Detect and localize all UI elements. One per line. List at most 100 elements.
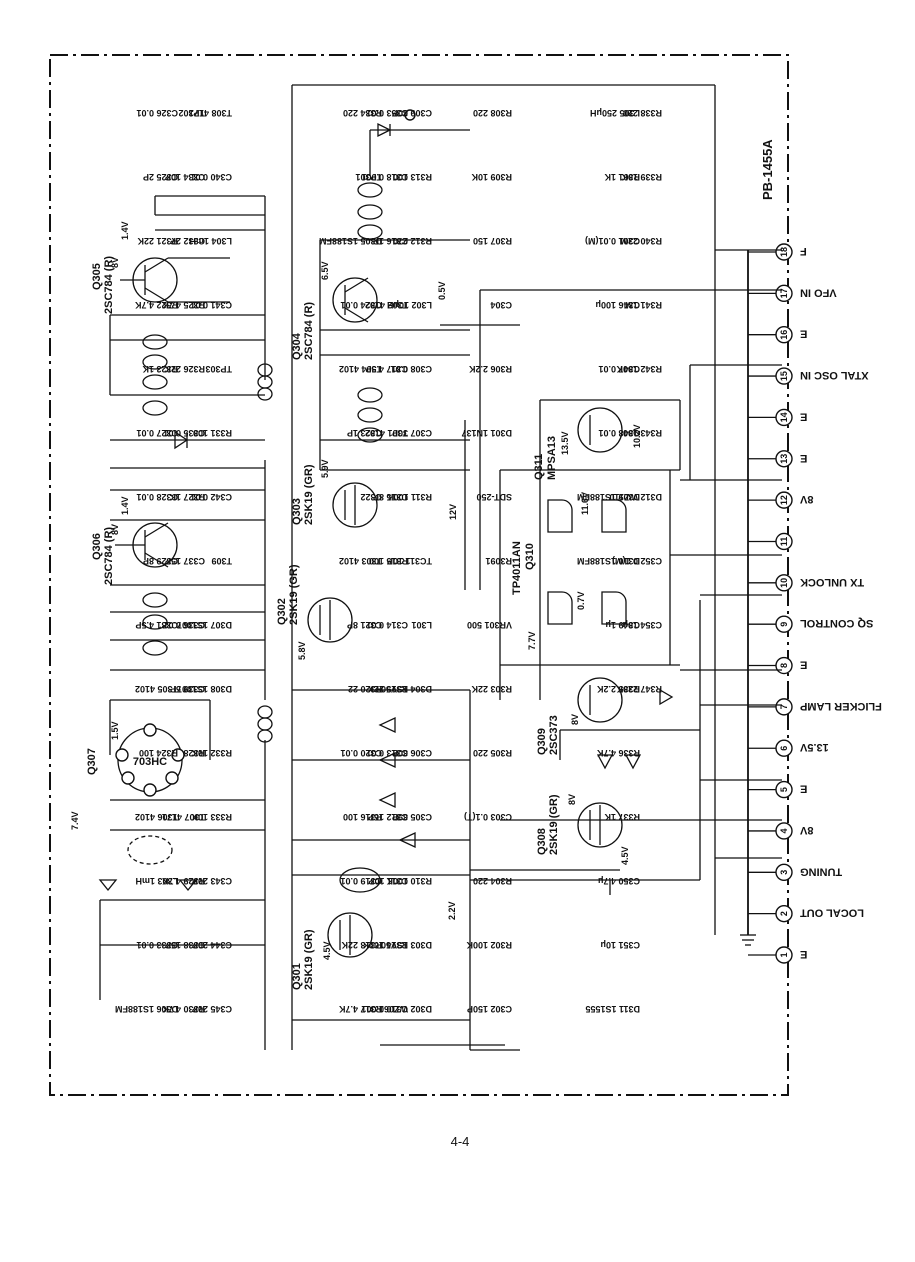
connector-pin bbox=[775, 326, 793, 344]
component-ref: D308 1S1007 bbox=[177, 684, 232, 694]
page-number: 4-4 bbox=[450, 1134, 470, 1149]
component-ref: R307 150 bbox=[473, 236, 512, 246]
component-ref: C351 10μ bbox=[600, 940, 640, 950]
component-ref: R347 220K bbox=[616, 684, 662, 694]
component-ref: R335 2.2K bbox=[596, 684, 640, 694]
component-ref: C304 bbox=[490, 300, 512, 310]
connector-pin bbox=[775, 243, 793, 261]
component-ref: C343 20P bbox=[192, 876, 232, 886]
component-ref: TC311 10P bbox=[387, 556, 432, 566]
component-ref: R311 100K bbox=[386, 492, 432, 502]
connector-pin-label: TX UNLOCK bbox=[800, 576, 864, 588]
q309-part: 2SC373 bbox=[548, 715, 560, 755]
component-ref: R313 100 bbox=[393, 172, 432, 182]
q309-symbol bbox=[577, 677, 623, 723]
component-ref: T304 4102 bbox=[339, 364, 382, 374]
svg-text:1.4V: 1.4V bbox=[120, 496, 130, 515]
component-ref: C341 0.01 bbox=[190, 300, 232, 310]
component-ref: R325 4.7K bbox=[161, 300, 205, 310]
connector-pin bbox=[775, 822, 793, 840]
component-ref: R301 1K bbox=[604, 172, 640, 182]
svg-text:2.2V: 2.2V bbox=[447, 901, 457, 920]
connector-pin bbox=[775, 408, 793, 427]
component-ref: R315 100 bbox=[369, 556, 408, 566]
component-ref: D309 1S188FM bbox=[577, 492, 640, 502]
connector-pin-number: 9 bbox=[779, 622, 789, 627]
component-ref: TP301 bbox=[355, 172, 382, 182]
q306-part: 2SC784 (R) bbox=[103, 527, 115, 585]
component-ref: C312 15P bbox=[368, 812, 408, 822]
connector-pin-number: 16 bbox=[779, 330, 789, 340]
connector-pin-label: 13.5V bbox=[799, 741, 828, 753]
component-ref: R332 10K bbox=[191, 748, 232, 758]
component-ref: R304 220 bbox=[473, 876, 512, 886]
connector-pin-number: 10 bbox=[779, 578, 789, 588]
component-ref: R342 100K bbox=[616, 364, 662, 374]
component-ref: R303 22K bbox=[471, 684, 512, 694]
q308-label: Q308 bbox=[536, 828, 548, 855]
q308-part: 2SK19 (GR) bbox=[548, 794, 560, 855]
component-ref: C326 0.01 bbox=[136, 108, 178, 118]
component-ref: R333 10K bbox=[191, 812, 232, 822]
q302-symbol bbox=[307, 597, 353, 643]
component-ref: R309 10K bbox=[471, 172, 512, 182]
q301-symbol bbox=[327, 912, 373, 958]
q307-label: Q307 bbox=[86, 748, 98, 775]
q302-part: 2SK19 (GR) bbox=[288, 564, 300, 625]
connector-pin bbox=[775, 904, 793, 923]
voltage-annotations: 1.4V 8V 1.4V 8V 1.5V 7.4V 4.5V 2.2V 5.8V… bbox=[70, 221, 642, 960]
q305-part: 2SC784 (R) bbox=[103, 256, 115, 314]
component-ref: R327 1K bbox=[169, 492, 205, 502]
component-ref: C320 0.01 bbox=[340, 748, 382, 758]
component-ref: C335 0.01 bbox=[163, 428, 205, 438]
component-ref: R338 220 bbox=[623, 108, 662, 118]
svg-text:5.9V: 5.9V bbox=[320, 459, 330, 478]
component-ref: R310 100K bbox=[386, 876, 432, 886]
component-ref: R326 22K bbox=[164, 364, 205, 374]
component-ref: C303 0.1(T) bbox=[464, 812, 512, 822]
component-ref: R343 100 bbox=[623, 428, 662, 438]
q308-symbol bbox=[577, 802, 623, 848]
component-ref: C321 8P bbox=[347, 620, 382, 630]
component-ref: L301 bbox=[411, 620, 432, 630]
q310-part: TP4011AN bbox=[511, 541, 523, 595]
component-ref: C338 15P bbox=[165, 940, 205, 950]
component-ref: C332 2P bbox=[170, 236, 205, 246]
component-ref: D302 WZ061 bbox=[379, 1004, 432, 1014]
connector-pin-number: 2 bbox=[779, 911, 789, 916]
svg-text:8V: 8V bbox=[110, 524, 120, 535]
component-ref: D304 1SV50 bbox=[381, 684, 432, 694]
component-ref: L305 250μH bbox=[590, 108, 640, 118]
connector-pin-label: FLICKER LAMP bbox=[800, 700, 882, 712]
q304-part: 2SC784 (R) bbox=[303, 302, 315, 360]
component-ref: C336 0.01 bbox=[163, 620, 205, 630]
svg-text:6.5V: 6.5V bbox=[320, 261, 330, 280]
connector-pin-label: SQ CONTROL bbox=[800, 617, 874, 629]
svg-text:4.5V: 4.5V bbox=[620, 846, 630, 865]
connector-pin-number: 14 bbox=[779, 412, 789, 422]
component-ref: T303 4102 bbox=[339, 556, 382, 566]
component-ref: C301 0.01(M) bbox=[585, 236, 640, 246]
component-ref: TP303 bbox=[205, 364, 232, 374]
q304-stage bbox=[319, 109, 700, 590]
q304-symbol bbox=[332, 277, 378, 323]
component-ref: D311 1S1555 bbox=[585, 1004, 640, 1014]
component-ref: C323 1P bbox=[347, 428, 382, 438]
component-ref: T308 4171 bbox=[189, 108, 232, 118]
component-ref: R321 22K bbox=[137, 236, 178, 246]
component-ref: D305 1S188FM bbox=[319, 236, 382, 246]
component-ref: D301 1N137 bbox=[461, 428, 512, 438]
component-ref: C305 39P bbox=[392, 812, 432, 822]
fet-stages bbox=[291, 84, 716, 1050]
svg-text:4.5V: 4.5V bbox=[322, 941, 332, 960]
component-ref: R334 220 bbox=[343, 108, 382, 118]
component-ref: C317 4.5P bbox=[365, 364, 408, 374]
connector-pin bbox=[775, 698, 793, 716]
component-ref: D303 1SV50 bbox=[381, 940, 432, 950]
component-ref: D306 1S188FM bbox=[115, 1004, 178, 1014]
component-ref: T305 4102 bbox=[135, 684, 178, 694]
component-ref: R337 1K bbox=[604, 812, 640, 822]
board-outline bbox=[49, 54, 789, 1096]
svg-text:5.8V: 5.8V bbox=[297, 641, 307, 660]
connector-pin-number: 1 bbox=[779, 952, 789, 957]
